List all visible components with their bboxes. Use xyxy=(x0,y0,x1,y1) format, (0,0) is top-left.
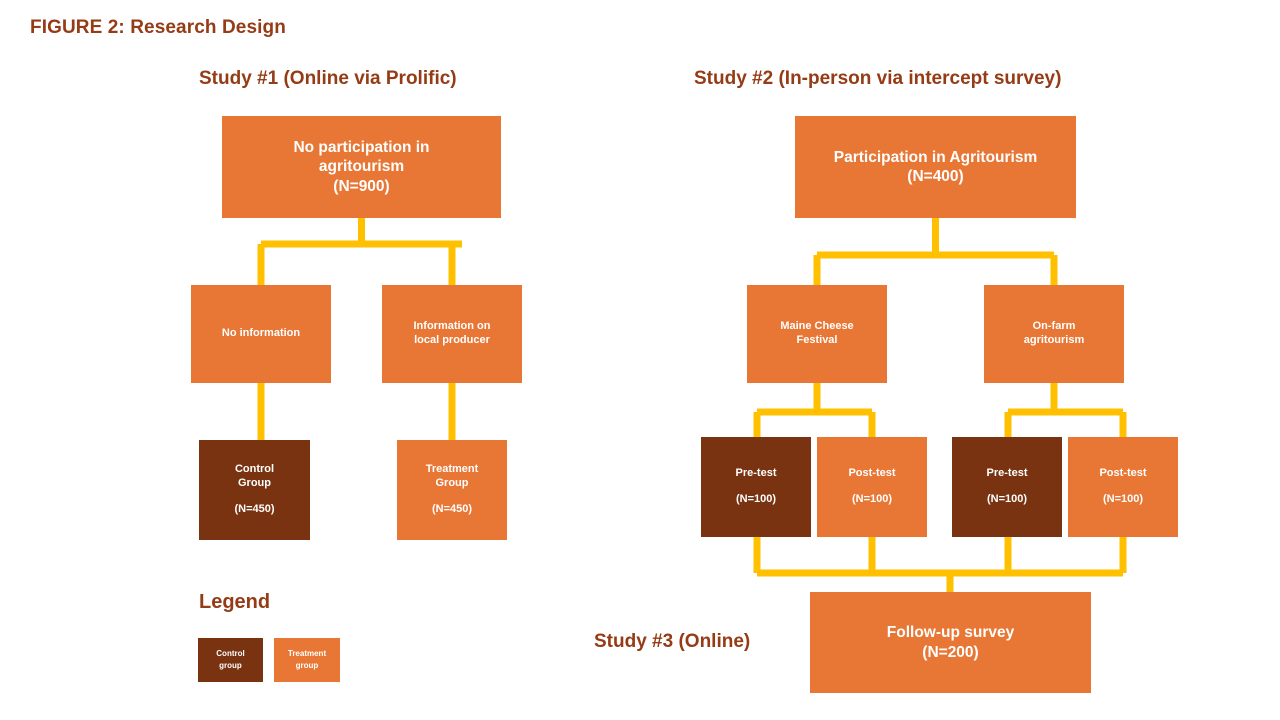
node-line-2: Group xyxy=(238,477,271,490)
node-line-3: (N=450) xyxy=(234,502,275,515)
node-line-1: Information on xyxy=(413,320,491,333)
node-line-1: No participation in xyxy=(293,138,430,156)
node-no-information[interactable]: No information xyxy=(191,285,331,383)
node-no-participation-agritourism[interactable]: No participation in agritourism (N=900) xyxy=(222,116,501,218)
node-line-1: Treatment xyxy=(425,463,479,476)
node-pre-test-cheese-festival[interactable]: Pre-test (N=100) xyxy=(701,437,811,537)
node-line-3: (N=900) xyxy=(333,177,390,195)
node-line-1: Post-test xyxy=(1099,467,1147,480)
study-2-title: Study #2 (In-person via intercept survey… xyxy=(694,68,1062,89)
node-line-2: agritourism xyxy=(1023,334,1085,346)
node-line-2: Group xyxy=(435,477,469,490)
legend-line-1: Treatment xyxy=(287,649,327,659)
node-line-2: (N=100) xyxy=(1102,493,1144,505)
legend-line-2: group xyxy=(219,661,242,670)
node-line-1: On-farm xyxy=(1032,320,1076,333)
node-line-2: local producer xyxy=(414,334,490,346)
figure-title: FIGURE 2: Research Design xyxy=(30,17,286,38)
node-line-2: (N=100) xyxy=(735,493,777,505)
node-follow-up-survey[interactable]: Follow-up survey (N=200) xyxy=(810,592,1091,693)
study-1-title: Study #1 (Online via Prolific) xyxy=(199,68,457,89)
legend-line-1: Control xyxy=(216,649,245,659)
node-post-test-cheese-festival[interactable]: Post-test (N=100) xyxy=(817,437,927,537)
node-control-group[interactable]: Control Group (N=450) xyxy=(199,440,310,540)
node-line-1: Control xyxy=(234,463,275,476)
node-line-1: Post-test xyxy=(848,467,896,480)
node-pre-test-on-farm[interactable]: Pre-test (N=100) xyxy=(952,437,1062,537)
node-line-1: Follow-up survey xyxy=(886,624,1015,642)
node-post-test-on-farm[interactable]: Post-test (N=100) xyxy=(1068,437,1178,537)
node-information-on-local-producer[interactable]: Information on local producer xyxy=(382,285,522,383)
node-treatment-group[interactable]: Treatment Group (N=450) xyxy=(397,440,507,540)
node-line-2: (N=100) xyxy=(986,493,1028,505)
node-line-2: Festival xyxy=(796,334,838,346)
legend-line-2: group xyxy=(295,661,319,670)
node-line-1: No information xyxy=(221,327,301,340)
node-line-2: agritourism xyxy=(318,158,405,176)
node-line-1: Pre-test xyxy=(735,467,777,480)
node-line-3: (N=450) xyxy=(431,502,473,515)
node-on-farm-agritourism[interactable]: On-farm agritourism xyxy=(984,285,1124,383)
node-line-1: Maine Cheese xyxy=(780,320,854,333)
node-line-2: (N=400) xyxy=(907,168,964,185)
node-line-2: (N=100) xyxy=(851,493,893,505)
node-participation-agritourism[interactable]: Participation in Agritourism (N=400) xyxy=(795,116,1076,218)
study-3-title: Study #3 (Online) xyxy=(594,631,751,652)
legend-swatch-control-group: Control group xyxy=(198,638,263,682)
legend-swatch-treatment-group: Treatment group xyxy=(274,638,340,682)
node-line-2: (N=200) xyxy=(922,643,979,661)
node-line-1: Participation in Agritourism xyxy=(833,148,1038,166)
legend-title: Legend xyxy=(199,591,271,613)
node-line-1: Pre-test xyxy=(986,467,1028,480)
node-maine-cheese-festival[interactable]: Maine Cheese Festival xyxy=(747,285,887,383)
